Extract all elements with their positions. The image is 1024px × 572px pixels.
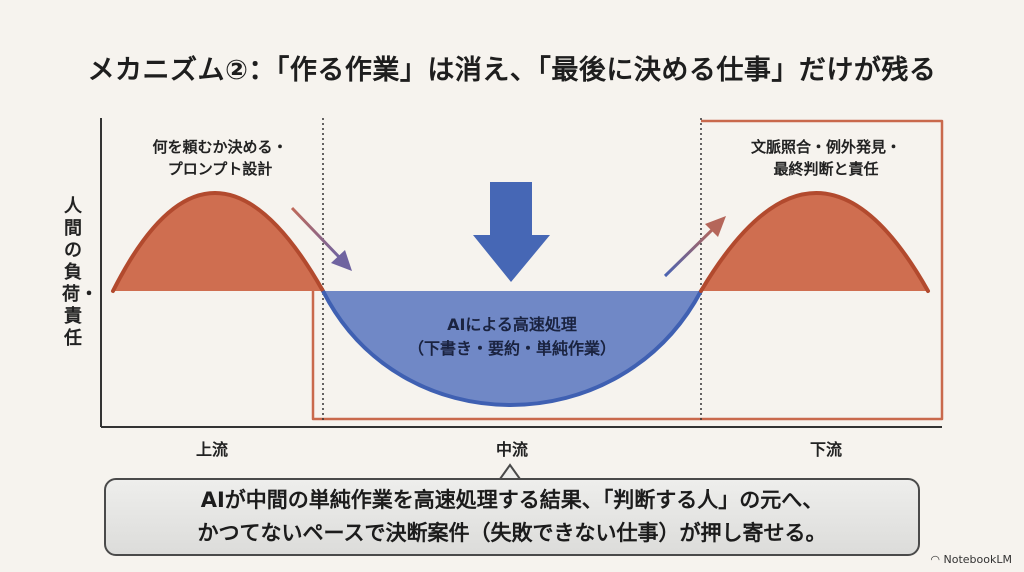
stage-label-midstream: 中流 (495, 440, 528, 459)
downstream-annotation-line1: 文脈照合・例外発見・ (750, 138, 901, 156)
callout-pointer (499, 463, 521, 480)
upstream-annotation-line2: プロンプト設計 (167, 160, 273, 178)
downstream-highlight-box (311, 119, 944, 421)
down-arrow-icon (473, 182, 550, 282)
slide-title: メカニズム②：「作る作業」は消え、「最後に決める仕事」だけが残る (87, 55, 937, 86)
stage-label-upstream: 上流 (195, 440, 228, 459)
arrow-down-right-icon (290, 206, 352, 271)
stage-label-downstream: 下流 (809, 440, 842, 459)
y-axis-label: 人間の負荷・責任 (62, 196, 98, 349)
midstream-annotation-line2: （下書き・要約・単純作業） (407, 339, 616, 358)
upstream-annotation-line1: 何を頼むか決める・ (152, 138, 288, 156)
notebooklm-logo-icon: ◠ (930, 553, 944, 566)
upstream-annotation: 何を頼むか決める・ プロンプト設計 (120, 136, 320, 180)
arrow-up-right-icon (663, 216, 726, 278)
callout-line2: かつてないペースで決断案件（失敗できない仕事）が押し寄せる。 (197, 521, 827, 545)
downstream-annotation-line2: 最終判断と責任 (773, 160, 879, 178)
midstream-annotation: AIによる高速処理 （下書き・要約・単純作業） (362, 313, 662, 361)
summary-callout: AIが中間の単純作業を高速処理する結果、「判断する人」の元へ、 かつてないペース… (104, 478, 920, 556)
midstream-annotation-line1: AIによる高速処理 (447, 315, 577, 334)
brand-watermark: ◠ NotebookLM (930, 553, 1012, 566)
callout-line1: AIが中間の単純作業を高速処理する結果、「判断する人」の元へ、 (200, 488, 824, 512)
brand-name: NotebookLM (943, 553, 1012, 566)
downstream-annotation: 文脈照合・例外発見・ 最終判断と責任 (716, 136, 936, 180)
midstream-ai-bowl (323, 291, 701, 405)
